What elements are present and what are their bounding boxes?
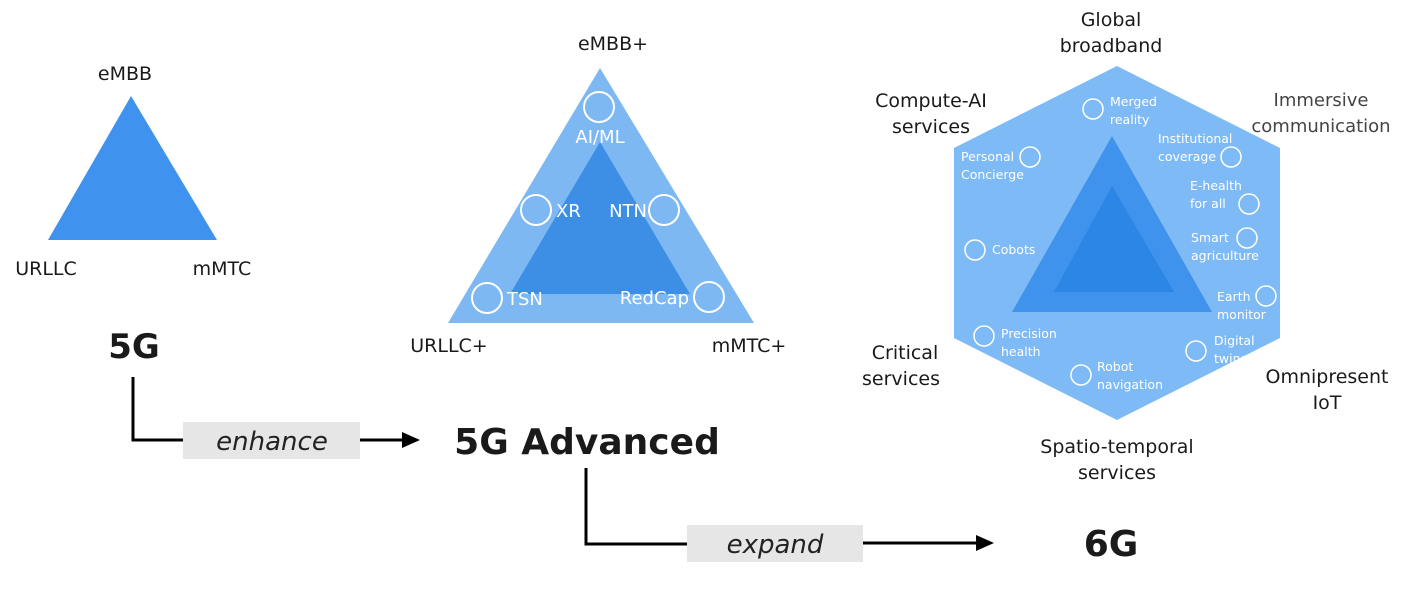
label-urllc: URLLC [15, 258, 77, 280]
service-institutional-coverage-2: coverage [1158, 149, 1216, 164]
service-e-health-1: E-health [1190, 178, 1242, 193]
title-6g: 6G [1084, 524, 1139, 565]
corner-compute-ai-2: services [892, 116, 970, 138]
title-5g: 5G [108, 327, 160, 367]
label-urllc-plus: URLLC+ [410, 335, 487, 357]
expand-label: expand [727, 530, 824, 560]
service-robot-navigation-icon [1070, 364, 1092, 386]
service-personal-concierge-icon [1019, 146, 1041, 168]
corner-omnipresent-1: Omnipresent [1265, 366, 1388, 388]
title-5g-advanced: 5G Advanced [454, 422, 720, 463]
feature-xr: XR [556, 201, 581, 222]
feature-tsn-circle [471, 282, 503, 314]
service-merged-reality-icon [1082, 98, 1104, 120]
feature-ntn: NTN [609, 201, 647, 222]
gen-5ga-group: AI/ML XR NTN TSN RedCap eMBB+ URLLC+ mMT… [410, 33, 786, 463]
service-institutional-coverage-icon [1220, 146, 1242, 168]
label-embb: eMBB [98, 63, 152, 85]
triangle-5g [48, 96, 217, 240]
gen-6g-group: Merged reality Institutional coverage E-… [862, 9, 1391, 565]
service-personal-concierge-2: Concierge [961, 167, 1024, 182]
triangle-5ga-inner [510, 142, 690, 294]
arrowhead-enhance-icon [402, 432, 420, 448]
transition-enhance: enhance [131, 377, 420, 459]
corner-global-1: Global [1081, 9, 1142, 31]
service-precision-health-2: health [1001, 344, 1041, 359]
service-smart-agriculture-2: agriculture [1191, 248, 1259, 263]
feature-redcap: RedCap [620, 288, 689, 309]
hex-triangle-inner [1054, 186, 1174, 292]
service-precision-health-icon [973, 325, 995, 347]
service-cobots: Cobots [992, 242, 1035, 257]
service-smart-agriculture-1: Smart [1191, 230, 1229, 245]
corner-spatio-1: Spatio-temporal [1040, 436, 1193, 458]
feature-xr-circle [520, 194, 552, 226]
service-smart-agriculture-icon [1236, 227, 1258, 249]
service-robot-navigation-2: navigation [1097, 377, 1163, 392]
service-e-health-icon [1238, 193, 1260, 215]
service-earth-monitor-icon [1255, 285, 1277, 307]
label-embb-plus: eMBB+ [578, 33, 648, 55]
service-e-health-2: for all [1190, 196, 1226, 211]
service-cobots-icon [964, 239, 986, 261]
service-merged-reality-1: Merged [1110, 94, 1157, 109]
arrowhead-expand-icon [976, 535, 994, 551]
service-institutional-coverage-1: Institutional [1158, 131, 1232, 146]
corner-global-2: broadband [1060, 35, 1163, 57]
corner-compute-ai-1: Compute-AI [875, 90, 987, 112]
feature-aiml: AI/ML [575, 127, 624, 148]
expand-label-box [687, 525, 863, 562]
corner-immersive-2: communication [1251, 116, 1390, 137]
service-precision-health-1: Precision [1001, 326, 1057, 341]
corner-omnipresent-2: IoT [1313, 392, 1342, 414]
label-mmtc-plus: mMTC+ [712, 335, 787, 357]
enhance-label: enhance [216, 427, 328, 457]
transition-expand: expand [584, 468, 994, 562]
feature-ntn-circle [648, 194, 680, 226]
corner-immersive-1: Immersive [1274, 90, 1369, 111]
gen-5g-group: eMBB URLLC mMTC 5G [15, 63, 251, 367]
service-earth-monitor-2: monitor [1217, 307, 1267, 322]
label-mmtc: mMTC [193, 258, 252, 280]
feature-tsn: TSN [506, 289, 543, 310]
connector-expand-left [584, 468, 687, 546]
service-personal-concierge-1: Personal [961, 149, 1014, 164]
corner-critical-1: Critical [872, 342, 938, 364]
corner-critical-2: services [862, 368, 940, 390]
service-digital-twins-2: twins [1214, 351, 1247, 366]
service-earth-monitor-1: Earth [1217, 289, 1251, 304]
corner-spatio-2: services [1078, 462, 1156, 484]
service-merged-reality-2: reality [1110, 112, 1150, 127]
feature-redcap-circle [693, 281, 725, 313]
feature-aiml-circle [583, 91, 615, 123]
connector-enhance-left [131, 377, 183, 442]
service-robot-navigation-1: Robot [1097, 359, 1133, 374]
service-digital-twins-icon [1185, 340, 1207, 362]
service-digital-twins-1: Digital [1214, 333, 1255, 348]
enhance-label-box [183, 422, 360, 459]
